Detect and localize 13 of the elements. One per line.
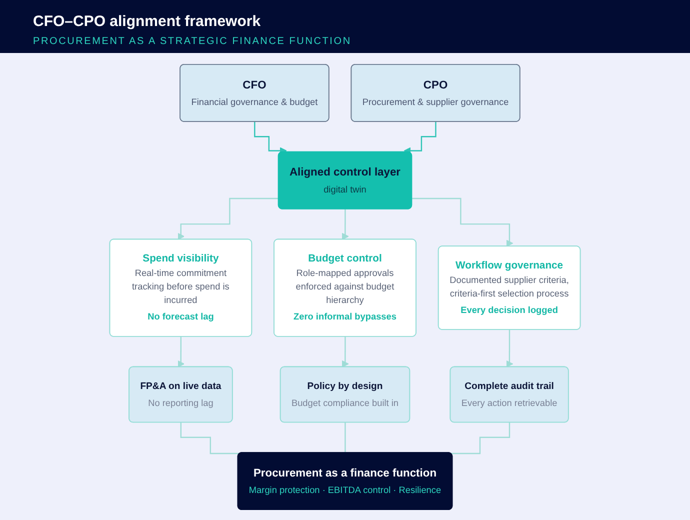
connector xyxy=(344,422,346,454)
arrow xyxy=(342,336,349,368)
connector xyxy=(450,422,510,454)
arrow xyxy=(178,336,185,368)
diagram-title: CFO–CPO alignment framework xyxy=(33,12,261,32)
arrow xyxy=(178,198,279,240)
arrow xyxy=(342,208,349,240)
subtitle: PROCUREMENT AS A STRATEGIC FINANCE FUNCTION xyxy=(33,35,352,49)
connector xyxy=(180,422,240,454)
arrow xyxy=(404,121,437,154)
arrow xyxy=(254,121,287,154)
arrow xyxy=(506,329,514,368)
arrow xyxy=(412,198,514,247)
